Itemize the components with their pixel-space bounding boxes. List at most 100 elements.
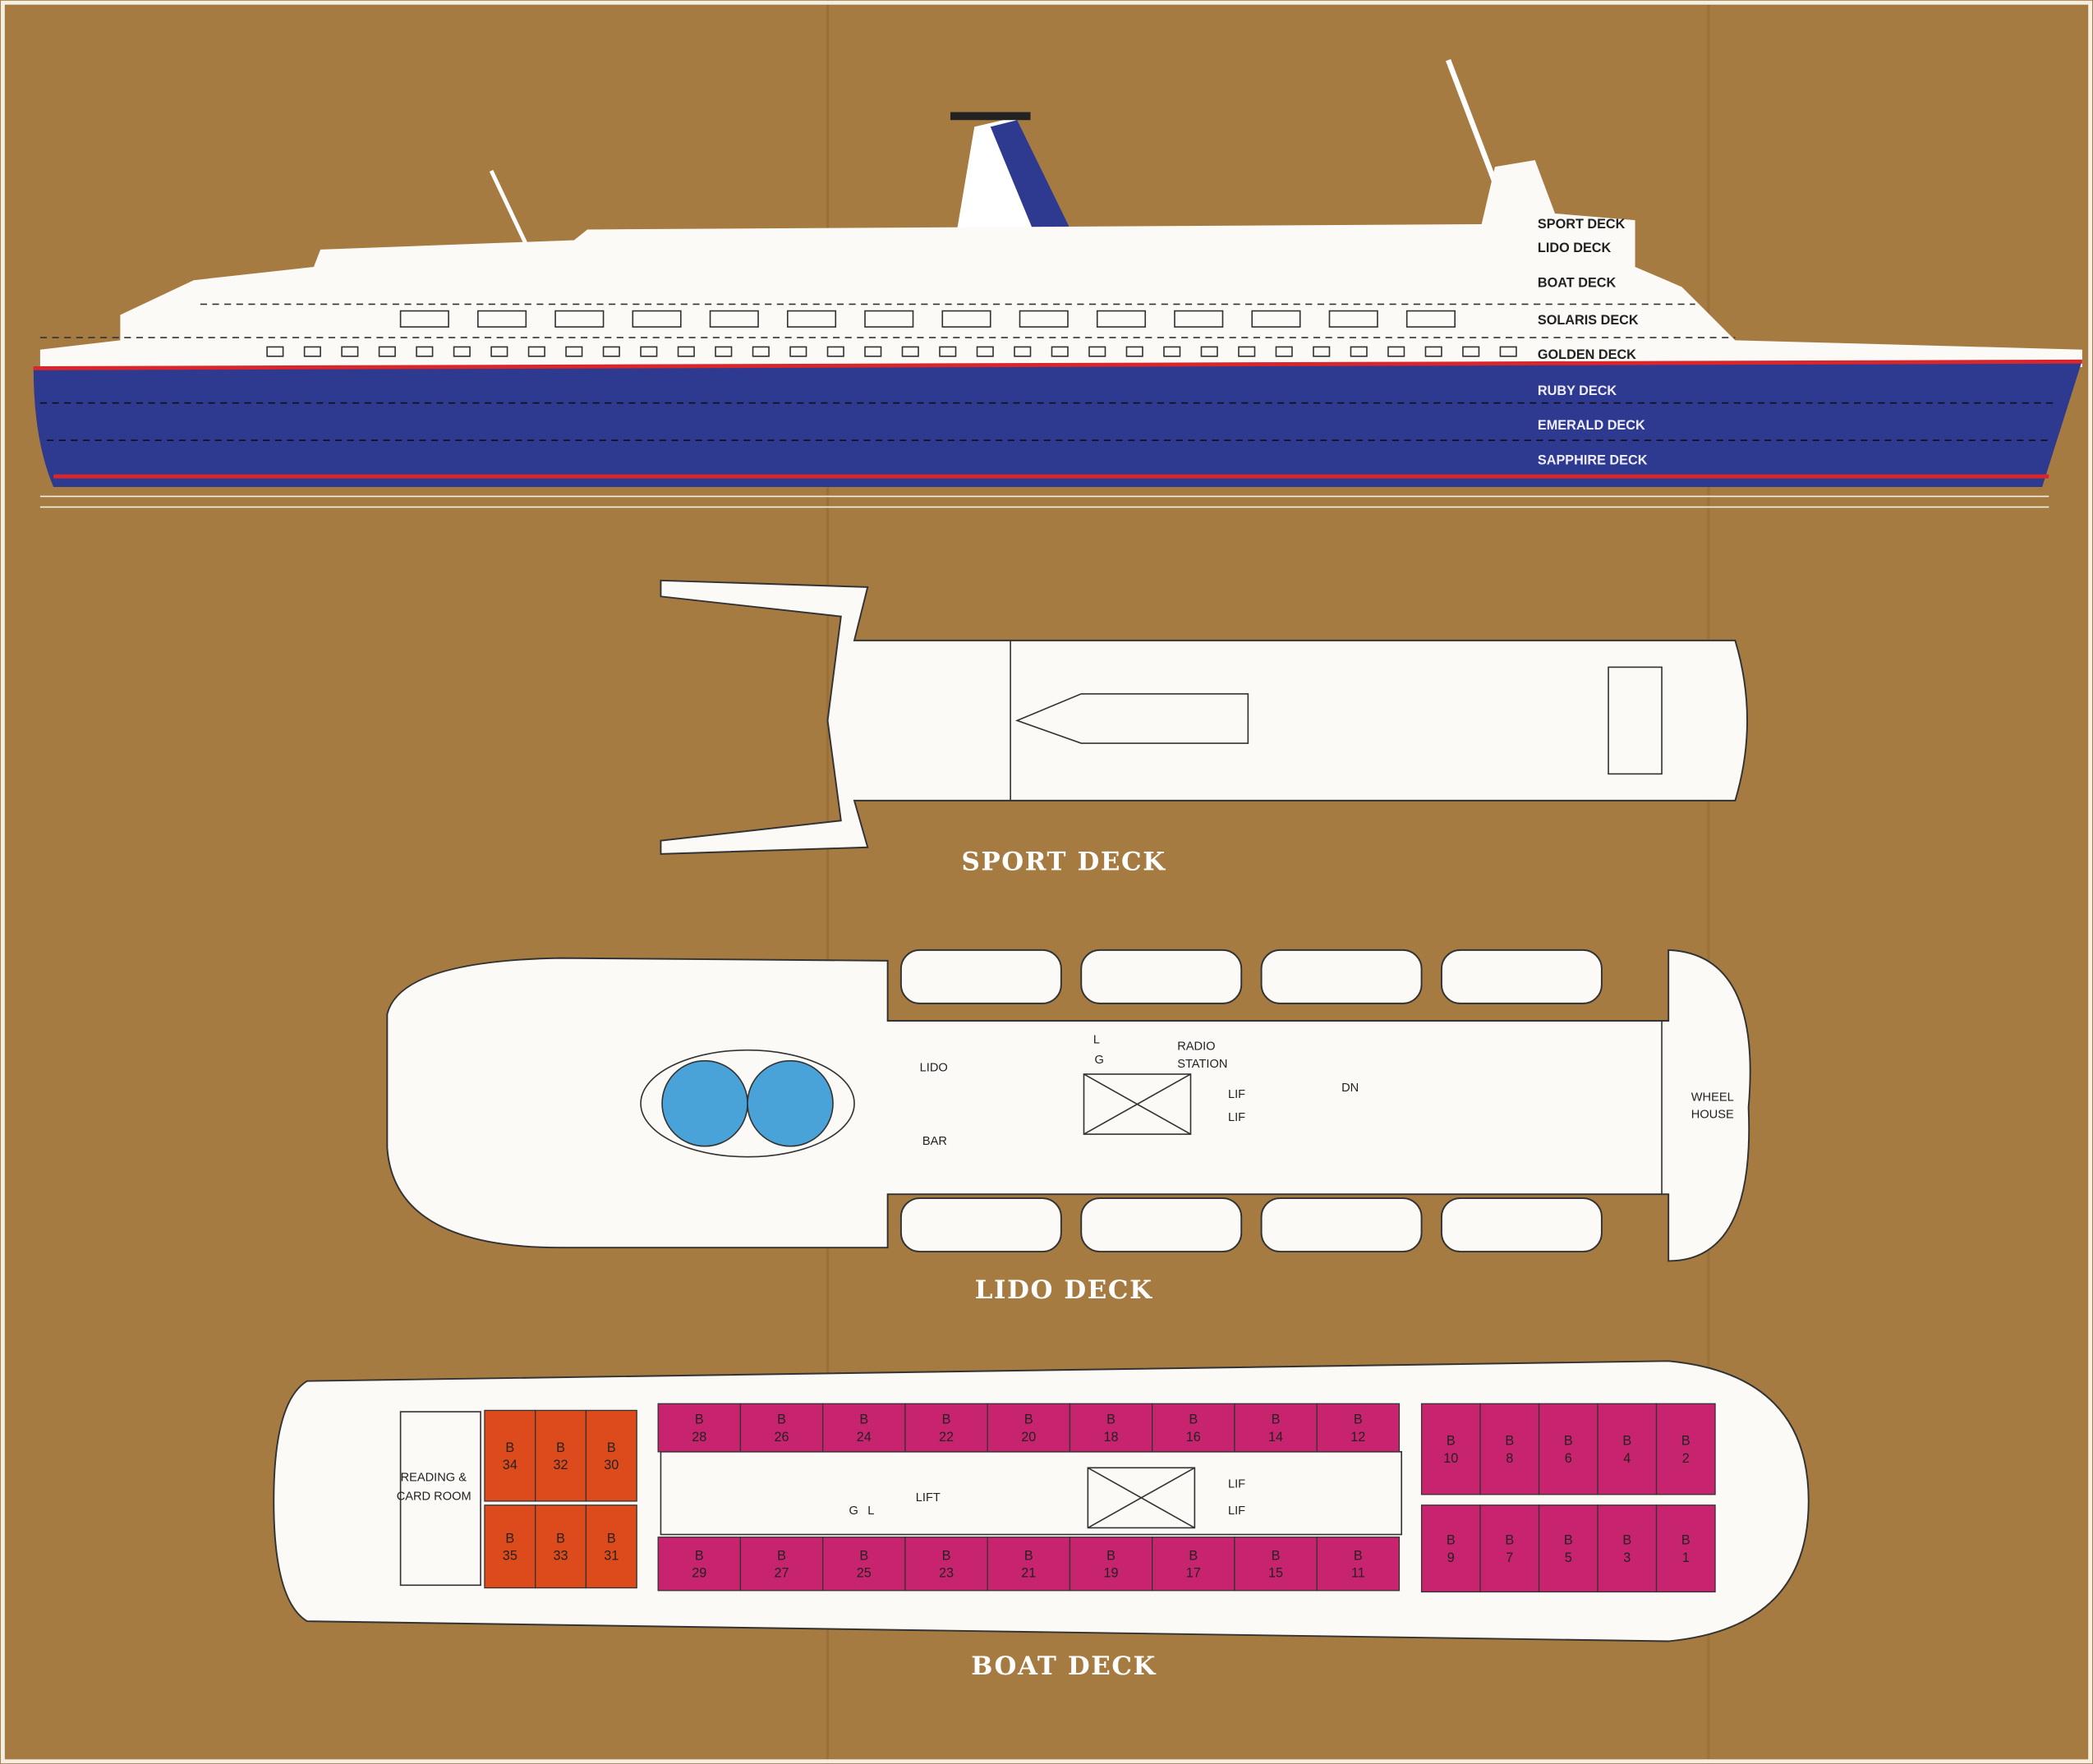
cabin-7[interactable]: B7 xyxy=(1479,1504,1540,1593)
cabin-29[interactable]: B29 xyxy=(657,1537,742,1592)
cabin-category: B xyxy=(1681,1434,1690,1449)
window xyxy=(1313,346,1331,357)
cabin-6[interactable]: B6 xyxy=(1538,1403,1598,1495)
window xyxy=(477,310,527,328)
cabin-31[interactable]: B31 xyxy=(585,1504,637,1589)
reading-room-label: READING & xyxy=(401,1472,467,1485)
cabin-27[interactable]: B 27 xyxy=(739,1537,824,1592)
cabin-2[interactable]: B2 xyxy=(1655,1403,1716,1495)
window xyxy=(1275,346,1293,357)
cabin-11[interactable]: B11 xyxy=(1316,1537,1401,1592)
cabin-8[interactable]: B8 xyxy=(1479,1403,1540,1495)
cabin-10[interactable]: B10 xyxy=(1420,1403,1481,1495)
window xyxy=(1424,346,1442,357)
lifeboat xyxy=(1080,1197,1243,1253)
funnel-blue xyxy=(990,120,1071,234)
cabin-28[interactable]: B28 xyxy=(657,1403,742,1453)
cabin-16[interactable]: B16 xyxy=(1152,1403,1235,1453)
boat-deck-plan: READING & CARD ROOM LIFT LIF LIF G L B34… xyxy=(273,1360,1810,1681)
profile-label-boat: BOAT DECK xyxy=(1538,275,1617,290)
window xyxy=(416,346,434,357)
cabin-30[interactable]: B30 xyxy=(585,1409,637,1502)
cabin-9[interactable]: B9 xyxy=(1420,1504,1481,1593)
cabin-19[interactable]: B19 xyxy=(1069,1537,1153,1592)
cabin-24[interactable]: B24 xyxy=(822,1403,906,1453)
profile-label-lido: LIDO DECK xyxy=(1538,241,1612,255)
lift-label: LIF xyxy=(1228,1111,1245,1124)
cabin-number: 33 xyxy=(554,1548,568,1563)
lift-label: LIF xyxy=(1228,1504,1245,1518)
window xyxy=(1462,346,1480,357)
cabin-5[interactable]: B5 xyxy=(1538,1504,1598,1593)
cabin-15[interactable]: B15 xyxy=(1234,1537,1318,1592)
lift-label: LIFT xyxy=(916,1491,941,1504)
cabin-category: B xyxy=(1564,1434,1573,1449)
cabin-20[interactable]: B20 xyxy=(987,1403,1071,1453)
cabin-3[interactable]: B3 xyxy=(1597,1504,1658,1593)
cabin-23[interactable]: B23 xyxy=(904,1537,988,1592)
cabin-number: 32 xyxy=(554,1458,568,1472)
funnel-top xyxy=(950,112,1031,121)
window xyxy=(1088,346,1106,357)
profile-label-sport: SPORT DECK xyxy=(1538,217,1626,232)
radio-station-label-2: STATION xyxy=(1177,1058,1227,1071)
cabin-number: 6 xyxy=(1565,1451,1572,1466)
cabin-number: 7 xyxy=(1506,1550,1513,1565)
cabin-number: 2 xyxy=(1682,1451,1690,1466)
boat-deck-title: BOAT DECK xyxy=(971,1651,1157,1681)
cabin-21[interactable]: B21 xyxy=(987,1537,1071,1592)
cabin-category: B xyxy=(942,1413,951,1427)
superstructure xyxy=(39,159,2082,367)
cabin-32[interactable]: B32 xyxy=(535,1409,587,1502)
window-row xyxy=(266,310,1517,357)
gents-label: G xyxy=(1094,1054,1103,1067)
cabin-number: 11 xyxy=(1351,1566,1365,1581)
cabin-12[interactable]: B12 xyxy=(1316,1403,1401,1453)
lifeboats-bottom xyxy=(899,1197,1603,1253)
cabin-22[interactable]: B 22 xyxy=(904,1403,988,1453)
cabin-category: B xyxy=(1189,1548,1198,1563)
cabin-number: 17 xyxy=(1186,1566,1201,1581)
cabin-26[interactable]: B26 xyxy=(739,1403,824,1453)
profile-label-ruby: RUBY DECK xyxy=(1538,384,1617,398)
profile-label-emerald: EMERALD DECK xyxy=(1538,418,1645,433)
cabin-25[interactable]: B25 xyxy=(822,1537,906,1592)
cabin-category: B xyxy=(859,1413,868,1427)
window xyxy=(752,346,770,357)
cabin-number: 20 xyxy=(1021,1430,1036,1445)
cabin-category: B xyxy=(556,1531,565,1546)
reading-room-label-2: CARD ROOM xyxy=(397,1490,472,1503)
cabin-4[interactable]: B4 xyxy=(1597,1403,1658,1495)
cabin-category: B xyxy=(1272,1413,1281,1427)
cabin-category: B xyxy=(1505,1533,1514,1548)
cabin-number: 22 xyxy=(939,1430,954,1445)
cabin-17[interactable]: B 17 xyxy=(1152,1537,1235,1592)
cabin-category: B xyxy=(505,1440,514,1455)
cabin-33[interactable]: B 33 xyxy=(535,1504,587,1589)
cabin-number: 3 xyxy=(1623,1550,1631,1565)
cabin-number: 8 xyxy=(1506,1451,1513,1466)
window xyxy=(786,310,837,328)
lifeboats-top xyxy=(899,949,1603,1004)
sport-deck-title: SPORT DECK xyxy=(962,847,1166,876)
lifeboat xyxy=(1260,1197,1423,1253)
wheel-house-label-2: HOUSE xyxy=(1691,1109,1734,1122)
cabin-1[interactable]: B1 xyxy=(1655,1504,1716,1593)
cabin-number: 27 xyxy=(775,1566,789,1581)
lifeboat xyxy=(1440,1197,1603,1253)
cabin-category: B xyxy=(777,1548,786,1563)
window xyxy=(1328,310,1378,328)
mast-aft xyxy=(489,169,530,248)
cabin-category: B xyxy=(1106,1413,1116,1427)
ship-profile: SPORT DECK LIDO DECK BOAT DECK SOLARIS D… xyxy=(33,58,2082,508)
cabin-number: 28 xyxy=(692,1430,706,1445)
stairs-down-label: DN xyxy=(1341,1082,1359,1095)
cabin-category: B xyxy=(1354,1413,1363,1427)
cabin-34[interactable]: B34 xyxy=(484,1409,536,1502)
cabin-14[interactable]: B14 xyxy=(1234,1403,1318,1453)
window xyxy=(565,346,583,357)
window xyxy=(1200,346,1218,357)
cabin-35[interactable]: B35 xyxy=(484,1504,536,1589)
radio-station-label: RADIO xyxy=(1177,1040,1215,1054)
cabin-18[interactable]: B18 xyxy=(1069,1403,1153,1453)
